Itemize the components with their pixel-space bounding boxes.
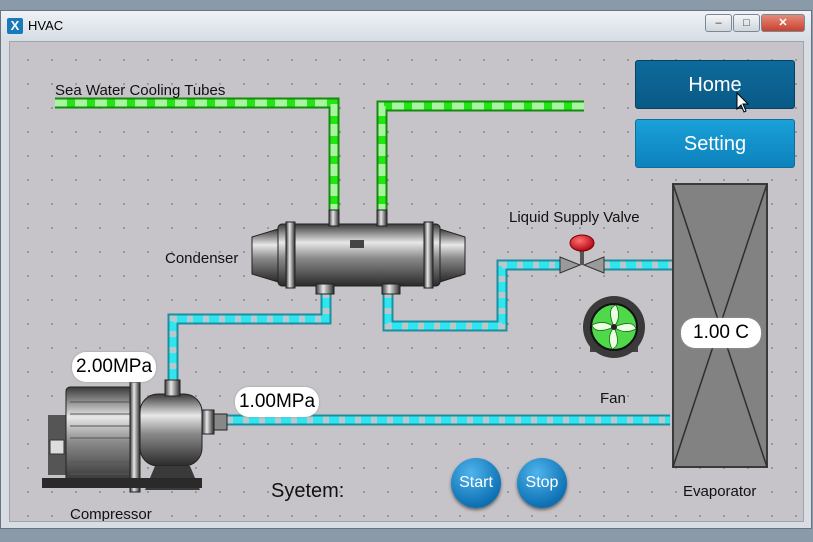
valve-icon[interactable]	[559, 234, 605, 274]
window-title: HVAC	[28, 18, 64, 33]
setting-button[interactable]: Setting	[635, 119, 795, 168]
compressor-unit	[42, 379, 228, 493]
close-button[interactable]: ✕	[761, 14, 805, 32]
app-icon: X	[7, 18, 23, 34]
cursor-icon	[736, 92, 750, 113]
hvac-window: X HVAC – □ ✕	[0, 10, 812, 529]
compressor-label: Compressor	[70, 506, 152, 522]
evaporator-temp-readout: 1.00 C	[681, 318, 761, 348]
setting-button-label: Setting	[683, 133, 747, 155]
home-button-label: Home	[688, 74, 742, 96]
fan-label: Fan	[600, 390, 626, 407]
condenser-label: Condenser	[165, 250, 239, 267]
system-label: Syetem:	[271, 480, 345, 502]
condenser-vessel	[251, 209, 466, 295]
sea-water-tubes-label: Sea Water Cooling Tubes	[55, 82, 226, 99]
stop-button[interactable]: Stop	[517, 458, 567, 508]
hvac-diagram-panel: Sea Water Cooling Tubes Condenser Liquid…	[9, 41, 804, 522]
cooling-water-pipes	[55, 97, 584, 217]
valve-label: Liquid Supply Valve	[509, 209, 640, 226]
discharge-pressure-readout: 2.00MPa	[72, 352, 156, 382]
suction-pressure-readout: 1.00MPa	[235, 387, 319, 417]
refrigerant-pipes	[167, 259, 672, 426]
home-button[interactable]: Home	[635, 60, 795, 109]
evaporator-label: Evaporator	[683, 483, 757, 500]
minimize-button[interactable]: –	[705, 14, 732, 32]
process-diagram	[42, 97, 768, 493]
fan-icon[interactable]	[583, 296, 645, 358]
start-button[interactable]: Start	[451, 458, 501, 508]
maximize-button[interactable]: □	[733, 14, 760, 32]
title-bar: X HVAC – □ ✕	[1, 11, 811, 41]
